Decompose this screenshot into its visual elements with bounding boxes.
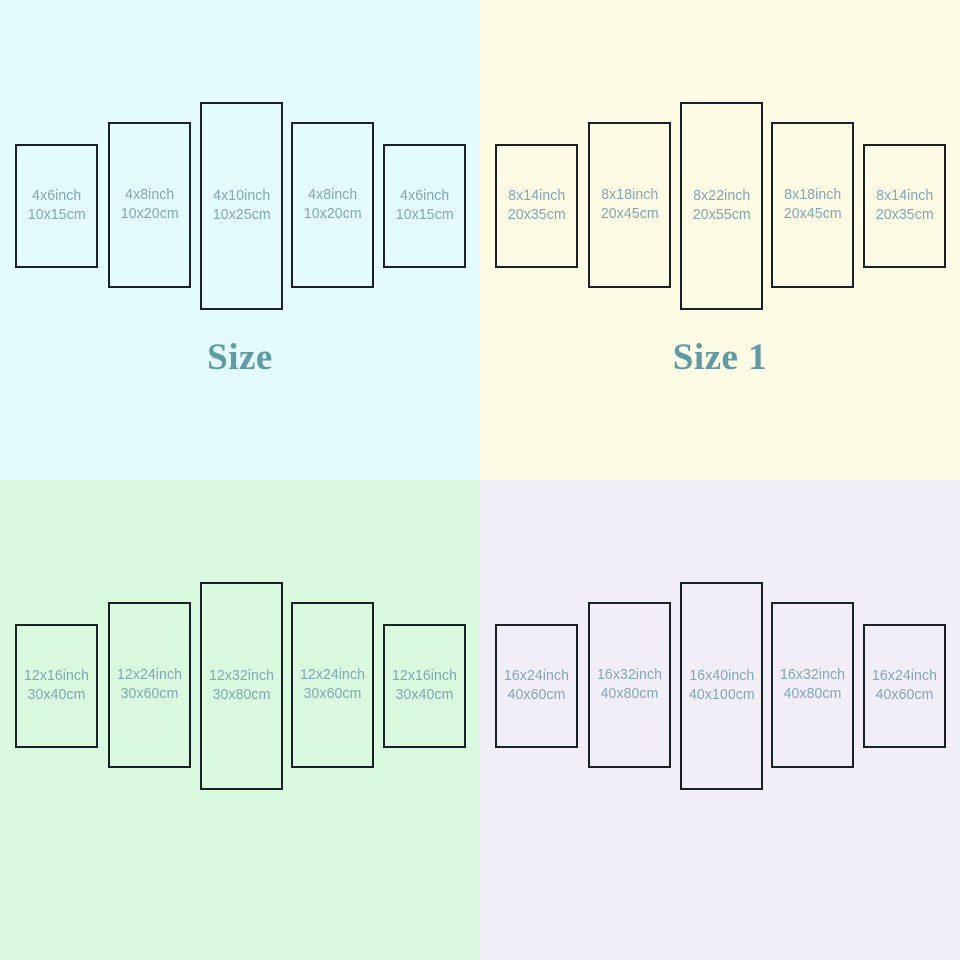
panel-cm-label: 40x60cm [875,687,934,703]
panel-inch-label: 16x32inch [779,666,845,683]
size-option-title: Size [207,337,273,378]
canvas-panel[interactable]: 4x8inch 10x20cm [291,122,374,288]
panel-cm-label: 10x25cm [212,207,271,223]
panel-inch-label: 12x24inch [299,666,365,683]
panel-dimension-label: 16x32inch 40x80cm [780,666,845,704]
panel-dimension-label: 4x6inch 10x15cm [396,187,454,225]
panel-cm-label: 20x45cm [783,206,842,222]
size-option-size2[interactable]: 12x16inch 30x40cm 12x24inch 30x60cm 12x3… [0,480,480,960]
canvas-panel[interactable]: 8x22inch 20x55cm [680,102,763,310]
canvas-panel[interactable]: 16x24inch 40x60cm [495,624,578,748]
panel-inch-label: 4x8inch [307,186,358,203]
panel-dimension-label: 16x32inch 40x80cm [597,666,662,704]
panel-cm-label: 40x100cm [688,687,755,703]
panel-dimension-label: 16x40inch 40x100cm [689,667,755,705]
panel-inch-label: 12x32inch [208,667,274,684]
canvas-panel[interactable]: 16x40inch 40x100cm [680,582,763,790]
panel-dimension-label: 4x8inch 10x20cm [304,186,362,224]
canvas-panel[interactable]: 16x32inch 40x80cm [771,602,854,768]
canvas-panel[interactable]: 8x14inch 20x35cm [495,144,578,268]
panel-inch-label: 4x6inch [31,187,82,204]
canvas-panel[interactable]: 12x24inch 30x60cm [108,602,191,768]
panel-cm-label: 20x35cm [875,207,934,223]
panel-dimension-label: 12x16inch 30x40cm [392,667,457,705]
canvas-panel[interactable]: 8x14inch 20x35cm [863,144,946,268]
panel-inch-label: 8x22inch [692,187,751,204]
size-option-size[interactable]: 4x6inch 10x15cm 4x8inch 10x20cm 4x10inch… [0,0,480,480]
panel-inch-label: 8x14inch [875,187,934,204]
panel-cm-label: 10x15cm [27,207,86,223]
panel-inch-label: 12x16inch [23,667,89,684]
panel-inch-label: 16x24inch [871,667,937,684]
panel-inch-label: 16x40inch [688,667,754,684]
canvas-panel[interactable]: 16x24inch 40x60cm [863,624,946,748]
panel-group: 8x14inch 20x35cm 8x18inch 20x45cm 8x22in… [480,0,960,340]
panel-inch-label: 4x8inch [124,186,175,203]
panel-dimension-label: 4x8inch 10x20cm [121,186,179,224]
panel-cm-label: 10x15cm [395,207,454,223]
panel-cm-label: 30x80cm [212,687,271,703]
panel-inch-label: 16x24inch [503,667,569,684]
panel-inch-label: 4x6inch [399,187,450,204]
panel-cm-label: 40x80cm [783,686,842,702]
panel-dimension-label: 8x18inch 20x45cm [784,186,842,224]
size-option-size1[interactable]: 8x14inch 20x35cm 8x18inch 20x45cm 8x22in… [480,0,960,480]
panel-cm-label: 30x60cm [120,686,179,702]
canvas-panel[interactable]: 4x6inch 10x15cm [383,144,466,268]
panel-cm-label: 20x45cm [600,206,659,222]
panel-inch-label: 8x14inch [507,187,566,204]
panel-inch-label: 12x16inch [391,667,457,684]
canvas-panel[interactable]: 16x32inch 40x80cm [588,602,671,768]
panel-inch-label: 12x24inch [116,666,182,683]
panel-dimension-label: 16x24inch 40x60cm [504,667,569,705]
canvas-panel[interactable]: 12x32inch 30x80cm [200,582,283,790]
panel-cm-label: 30x40cm [27,687,86,703]
panel-cm-label: 40x60cm [507,687,566,703]
panel-dimension-label: 12x24inch 30x60cm [300,666,365,704]
panel-inch-label: 8x18inch [600,186,659,203]
panel-dimension-label: 8x22inch 20x55cm [693,187,751,225]
panel-dimension-label: 8x18inch 20x45cm [601,186,659,224]
canvas-panel[interactable]: 12x16inch 30x40cm [383,624,466,748]
panel-group: 4x6inch 10x15cm 4x8inch 10x20cm 4x10inch… [0,0,480,340]
panel-cm-label: 20x55cm [692,207,751,223]
panel-dimension-label: 4x10inch 10x25cm [213,187,271,225]
canvas-panel[interactable]: 12x16inch 30x40cm [15,624,98,748]
panel-dimension-label: 4x6inch 10x15cm [28,187,86,225]
panel-group: 12x16inch 30x40cm 12x24inch 30x60cm 12x3… [0,480,480,820]
canvas-panel[interactable]: 4x6inch 10x15cm [15,144,98,268]
canvas-panel[interactable]: 12x24inch 30x60cm [291,602,374,768]
panel-dimension-label: 12x24inch 30x60cm [117,666,182,704]
panel-dimension-label: 8x14inch 20x35cm [508,187,566,225]
canvas-panel[interactable]: 8x18inch 20x45cm [771,122,854,288]
canvas-panel[interactable]: 4x8inch 10x20cm [108,122,191,288]
canvas-panel[interactable]: 8x18inch 20x45cm [588,122,671,288]
panel-inch-label: 4x10inch [212,187,271,204]
panel-cm-label: 20x35cm [507,207,566,223]
panel-dimension-label: 16x24inch 40x60cm [872,667,937,705]
panel-cm-label: 30x60cm [303,686,362,702]
size-option-size3[interactable]: 16x24inch 40x60cm 16x32inch 40x80cm 16x4… [480,480,960,960]
panel-dimension-label: 12x16inch 30x40cm [24,667,89,705]
panel-inch-label: 16x32inch [596,666,662,683]
canvas-panel[interactable]: 4x10inch 10x25cm [200,102,283,310]
panel-dimension-label: 12x32inch 30x80cm [209,667,274,705]
panel-cm-label: 10x20cm [303,206,362,222]
panel-inch-label: 8x18inch [783,186,842,203]
panel-group: 16x24inch 40x60cm 16x32inch 40x80cm 16x4… [480,480,960,820]
panel-cm-label: 30x40cm [395,687,454,703]
size-option-title: Size 1 [672,337,768,378]
panel-dimension-label: 8x14inch 20x35cm [876,187,934,225]
panel-cm-label: 10x20cm [120,206,179,222]
panel-cm-label: 40x80cm [600,686,659,702]
